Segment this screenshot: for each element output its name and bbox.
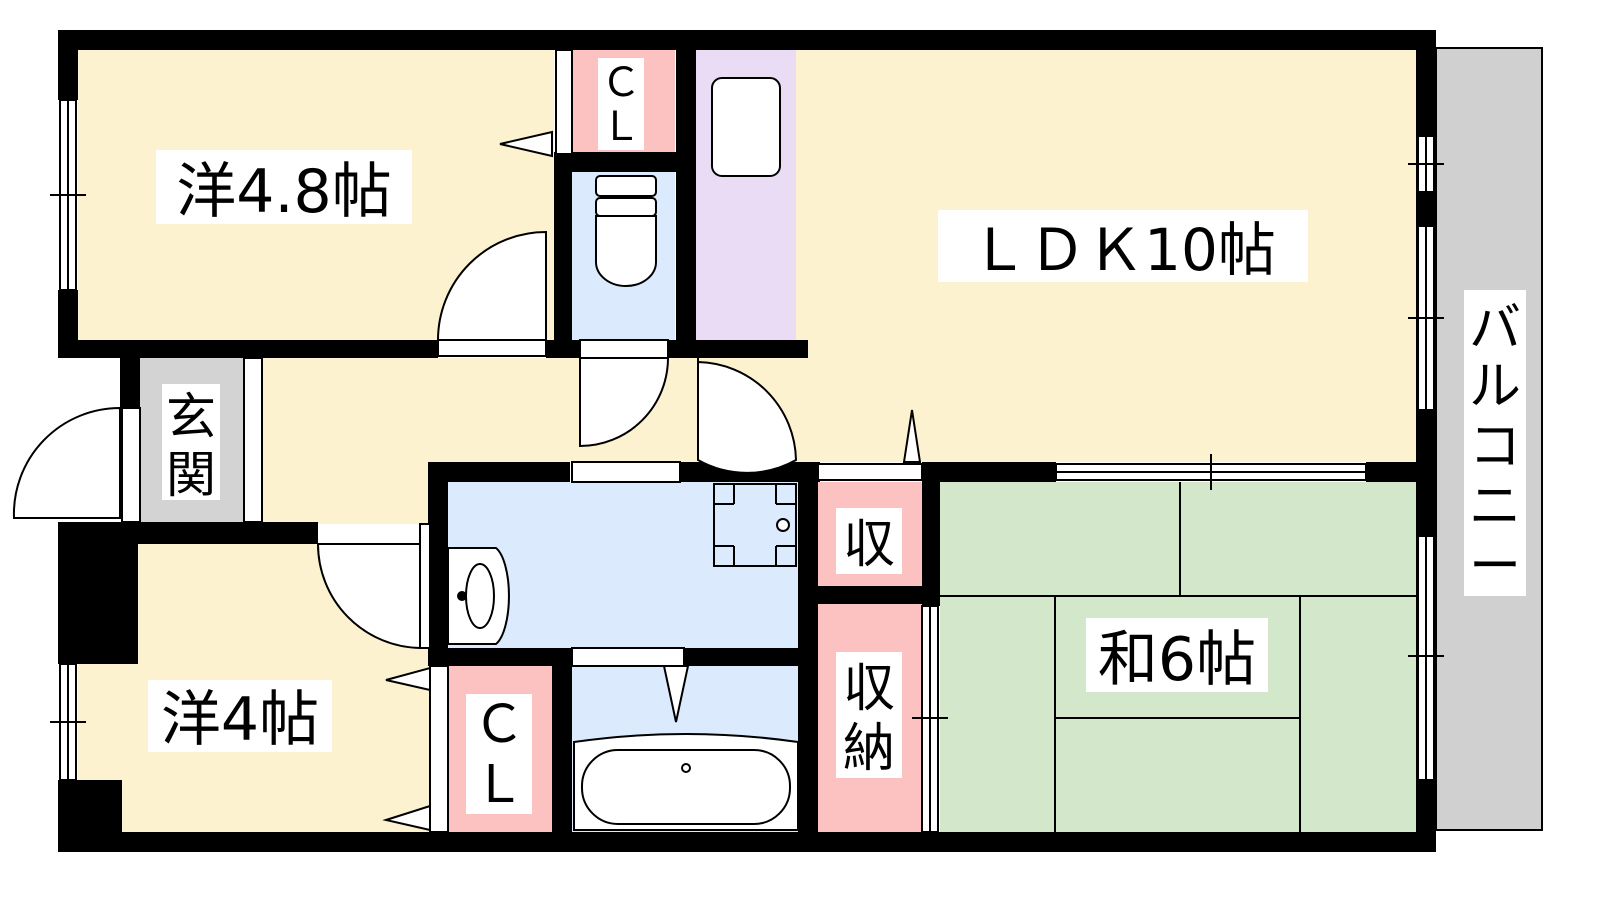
washing-machine-icon	[713, 483, 797, 567]
washbasin-icon	[447, 547, 510, 645]
door-western-a	[436, 230, 547, 341]
room-label-entrance-1: 玄	[166, 388, 216, 446]
room-label-ldk: ＬＤＫ10帖	[970, 216, 1276, 284]
room-label-closet-a-2: Ｌ	[601, 104, 641, 150]
room-label-balcony-4: ニ	[1469, 477, 1521, 537]
room-label-storage-small: 収	[843, 515, 895, 575]
toilet-icon	[595, 175, 657, 287]
door-toilet	[579, 357, 670, 448]
doors	[12, 49, 923, 833]
window-ticks	[50, 100, 1444, 832]
room-label-storage-2: 納	[843, 719, 895, 779]
room-label-storage-1: 収	[843, 659, 895, 719]
room-label-japanese: 和6帖	[1098, 625, 1256, 695]
room-label-balcony-3: コ	[1469, 417, 1521, 477]
tatami-lines	[940, 482, 1416, 832]
room-label-western-b: 洋4帖	[161, 685, 319, 755]
door-western-b	[316, 543, 421, 650]
fixtures	[447, 77, 799, 831]
room-label-balcony-5: ー	[1469, 537, 1521, 597]
ldk-floor-lower	[680, 340, 1416, 462]
room-label-closet-a-1: Ｃ	[601, 60, 641, 106]
labels: 洋4.8帖 ＬＤＫ10帖 和6帖 洋4帖 玄 関 Ｃ Ｌ Ｃ Ｌ 収 収 納 バ…	[148, 58, 1526, 815]
room-label-entrance-2: 関	[166, 446, 216, 504]
entry-side-glass	[243, 357, 263, 523]
room-label-balcony-2: ル	[1469, 357, 1521, 417]
hallway-floor-lower	[262, 460, 430, 524]
sink-icon	[711, 77, 781, 177]
room-label-closet-b-1: Ｃ	[473, 695, 525, 755]
room-label-balcony-1: バ	[1469, 299, 1521, 359]
room-label-western-a: 洋4.8帖	[176, 157, 391, 227]
bathtub-icon	[573, 733, 799, 831]
door-ldk	[697, 358, 798, 474]
sliding-markers	[382, 130, 922, 832]
door-entrance	[12, 406, 121, 519]
room-label-closet-b-2: Ｌ	[473, 755, 525, 815]
